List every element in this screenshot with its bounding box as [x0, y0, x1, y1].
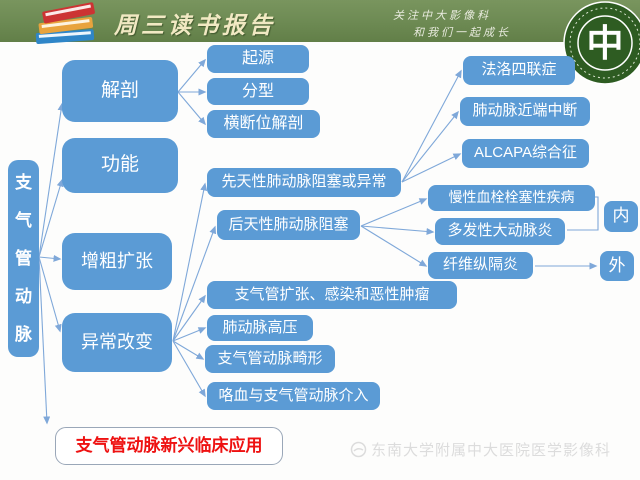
node-tetralogy-of-fallot: 法洛四联症	[463, 56, 575, 85]
watermark-text: 东南大学附属中大医院医学影像科	[371, 442, 612, 459]
node-classification: 分型	[207, 78, 309, 105]
node-alcapa-syndrome: ALCAPA综合征	[462, 139, 589, 168]
logo-glyph: 中	[587, 21, 624, 65]
node-fibrosing-mediastinitis: 纤维纵隔炎	[428, 252, 533, 279]
slide-header-title: 周三读书报告	[114, 12, 276, 39]
node-pulmonary-hypertension: 肺动脉高压	[207, 315, 313, 341]
node-emerging-clinical-applications: 支气管动脉新兴临床应用	[55, 427, 283, 465]
node-congenital-pa-obstruction: 先天性肺动脉阻塞或异常	[207, 168, 401, 197]
node-takayasu-arteritis: 多发性大动脉炎	[435, 218, 565, 245]
node-hemoptysis-intervention: 咯血与支气管动脉介入	[207, 382, 380, 410]
node-pa-proximal-interruption: 肺动脉近端中断	[460, 97, 590, 126]
books-stack-icon	[35, 2, 95, 44]
watermark: 东南大学附属中大医院医学影像科	[350, 439, 611, 460]
watermark-logo-icon	[350, 441, 367, 458]
node-origin: 起源	[207, 45, 309, 73]
node-chronic-thromboembolic-disease: 慢性血栓栓塞性疾病	[428, 185, 595, 211]
hospital-seal-logo: 中	[563, 1, 640, 85]
node-bronchiectasis-infection-malignancy: 支气管扩张、感染和恶性肿瘤	[207, 281, 457, 309]
node-acquired-pa-obstruction: 后天性肺动脉阻塞	[217, 210, 360, 240]
header-band	[0, 0, 640, 42]
node-anatomy: 解剖	[62, 60, 178, 122]
node-axial-anatomy: 横断位解剖	[207, 110, 320, 138]
node-bronchial-artery-root: 支气管动脉	[8, 160, 39, 357]
node-abnormal-changes: 异常改变	[62, 313, 172, 372]
node-bronchial-artery-malformation: 支气管动脉畸形	[205, 345, 335, 373]
node-intrinsic: 内	[604, 201, 638, 232]
header-slogan-line2: 和我们一起成长	[413, 26, 511, 39]
node-dilation: 增粗扩张	[62, 233, 172, 290]
root-label: 支气管动脉	[15, 172, 32, 344]
node-function: 功能	[62, 138, 178, 193]
header-slogan-line1: 关注中大影像科	[393, 9, 491, 22]
node-extrinsic: 外	[600, 251, 634, 281]
